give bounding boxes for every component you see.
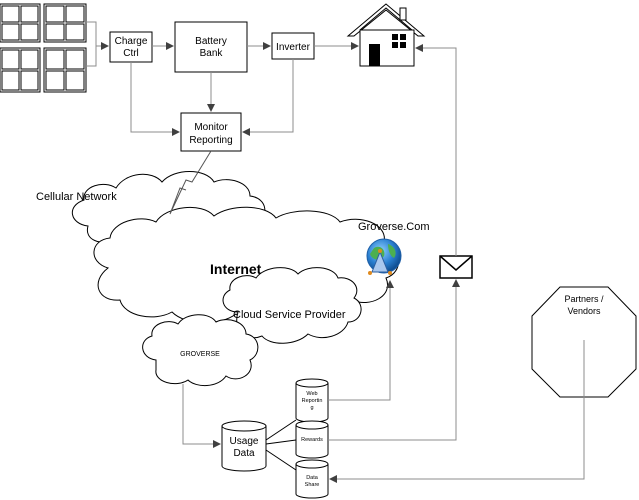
rewards-cylinder — [295, 420, 329, 459]
monitor-reporting-label-2: Reporting — [189, 135, 232, 146]
cloud-service-provider-cloud — [222, 267, 362, 344]
charge-ctrl-label-2: Ctrl — [123, 48, 139, 59]
rewards-label: Rewards — [301, 437, 323, 443]
groverse-label: GROVERSE — [180, 351, 220, 358]
battery-bank-label-2: Bank — [200, 48, 224, 59]
globe-icon — [366, 238, 402, 275]
battery-bank-label-1: Battery — [195, 36, 227, 47]
groverse-cloud — [142, 314, 259, 386]
partners-vendors-label-1: Partners / — [564, 294, 604, 304]
usage-data-cylinder — [221, 420, 267, 472]
web-reporting-label-1: Web — [306, 391, 317, 397]
groverse-com-label: Groverse.Com — [358, 221, 430, 233]
lightning-bolt-icon — [169, 150, 212, 215]
solar-panel-icon — [0, 3, 87, 93]
envelope-icon — [439, 255, 473, 279]
web-reporting-label-2: Reportin — [302, 398, 323, 404]
monitor-reporting-label-1: Monitor — [194, 122, 228, 133]
charge-ctrl-label-1: Charge — [115, 36, 148, 47]
partners-vendors-label-2: Vendors — [567, 306, 601, 316]
inverter-label: Inverter — [276, 42, 311, 53]
house-icon — [346, 3, 426, 67]
usage-data-label-1: Usage — [230, 436, 259, 447]
internet-label: Internet — [210, 261, 262, 277]
web-reporting-cylinder — [295, 378, 329, 423]
data-share-cylinder — [295, 459, 329, 499]
usage-data-label-2: Data — [233, 448, 255, 459]
cellular-network-label: Cellular Network — [36, 191, 117, 203]
data-share-label-2: Share — [305, 482, 320, 488]
web-reporting-label-3: g — [310, 405, 313, 411]
data-share-label-1: Data — [306, 475, 319, 481]
cloud-service-provider-label: Cloud Service Provider — [233, 309, 346, 321]
battery-bank-box — [174, 21, 248, 73]
